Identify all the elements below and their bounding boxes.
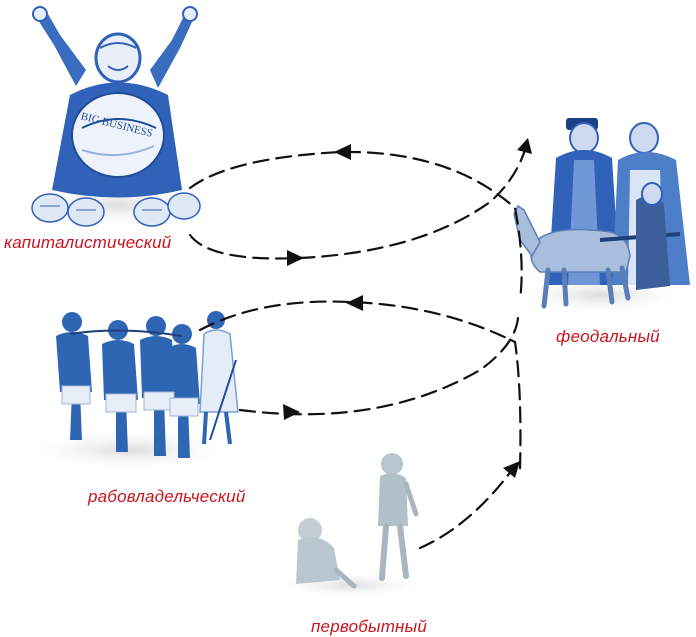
arrowhead-left-capitalist (334, 144, 351, 160)
primitive-humans-icon (270, 453, 430, 599)
stage-label-slave: рабовладельческий (88, 487, 246, 506)
horse-plough-icon (513, 182, 681, 309)
arrowhead-left-slave (346, 295, 363, 311)
stage-label-feudal: феодальный (556, 327, 660, 346)
spiral-segment-slave-lower (238, 316, 520, 416)
stage-label-capitalist: капиталистический (4, 233, 172, 252)
arrowheads (283, 138, 532, 478)
arrowhead-up-feudal (517, 138, 532, 154)
development-spiral (188, 148, 527, 550)
spiral-segment-capitalist-lower (188, 148, 527, 260)
capitalist-figure-icon: BIG BUSINESS (28, 6, 208, 227)
arrowhead-right-capitalist (287, 250, 304, 266)
arrowhead-right-slave (283, 404, 300, 420)
spiral-segment-capitalist-upper (188, 150, 523, 302)
stage-label-primitive: первобытный (311, 617, 427, 636)
spiral-segment-slave-upper (198, 300, 522, 472)
slaves-group-icon (20, 311, 240, 472)
spiral-segment-primitive-to-slave (418, 468, 514, 550)
arrowhead-up-primitive (503, 461, 520, 478)
